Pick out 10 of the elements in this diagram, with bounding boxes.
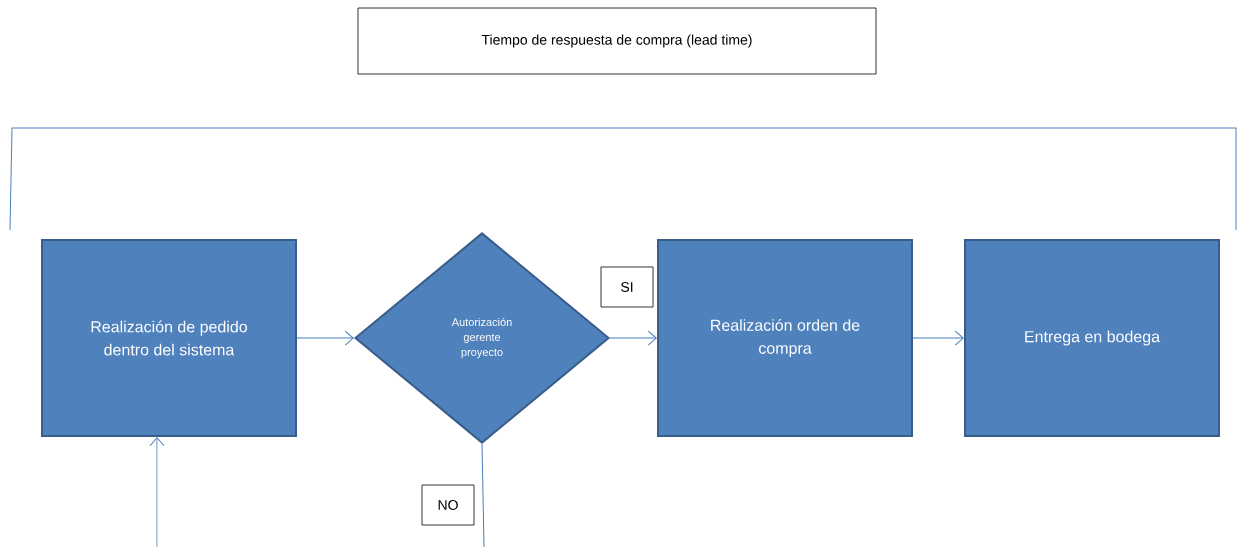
- process-box: Realización de pedido dentro del sistema: [41, 239, 297, 437]
- arrow: [149, 437, 165, 547]
- process-box: Realización orden de compra: [657, 239, 913, 437]
- title-box: Tiempo de respuesta de compra (lead time): [357, 7, 877, 75]
- arrow: [296, 330, 354, 346]
- edge-label: NO: [421, 484, 475, 526]
- arrow: [912, 330, 964, 346]
- process-box: Entrega en bodega: [964, 239, 1220, 437]
- edge-label: SI: [600, 266, 654, 308]
- arrow: [609, 330, 657, 346]
